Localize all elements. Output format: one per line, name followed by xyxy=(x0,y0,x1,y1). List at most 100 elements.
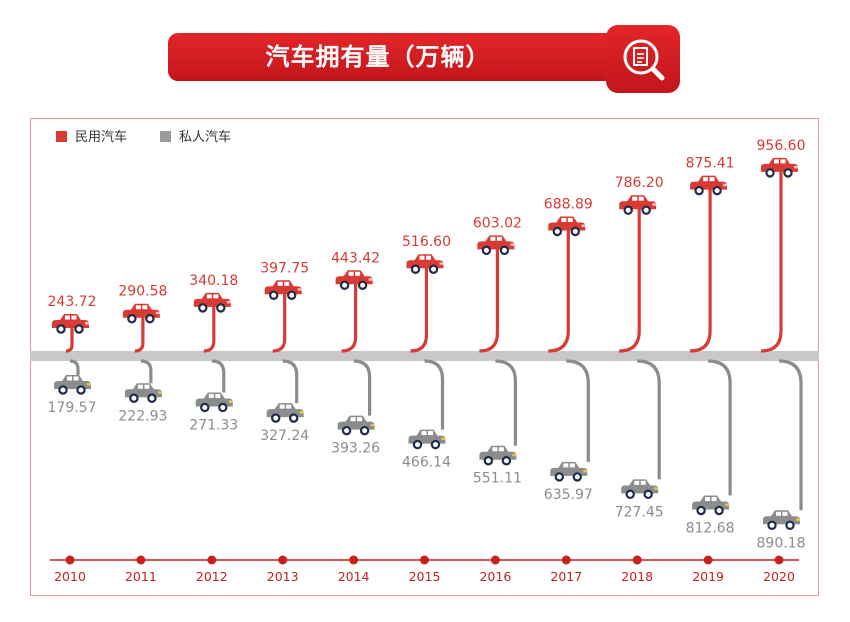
car-wheel xyxy=(694,185,704,196)
private-stem xyxy=(424,359,445,430)
year-label: 2015 xyxy=(409,569,441,584)
car-window xyxy=(213,294,219,299)
private-car-icon xyxy=(408,429,446,450)
car-window xyxy=(419,255,425,260)
car-light xyxy=(85,322,89,325)
car-light xyxy=(297,288,302,291)
civilian-stem xyxy=(690,185,712,353)
car-wheel xyxy=(269,290,279,300)
car-light xyxy=(652,203,657,206)
car-light xyxy=(723,183,728,187)
private-car-icon xyxy=(763,510,800,531)
car-window xyxy=(428,431,433,436)
civilian-car-icon xyxy=(548,216,586,237)
car-wheel xyxy=(359,425,370,436)
car-window xyxy=(73,376,79,381)
private-car-icon xyxy=(479,445,517,466)
car-window xyxy=(632,196,638,201)
civilian-stem xyxy=(341,280,358,353)
civilian-stem xyxy=(548,226,570,353)
car-window xyxy=(780,159,786,164)
document-search-icon xyxy=(623,39,665,81)
year-label: 2018 xyxy=(621,569,653,584)
car-window xyxy=(142,305,148,310)
car-light xyxy=(654,487,659,490)
car-window xyxy=(703,177,709,182)
car-wheel xyxy=(481,245,492,256)
car-wheel xyxy=(714,505,724,516)
legend-label-private: 私人汽车 xyxy=(179,130,232,145)
car-window xyxy=(567,218,573,223)
civilian-value-label: 688.89 xyxy=(544,197,593,213)
private-car-icon xyxy=(621,479,659,500)
car-window xyxy=(569,463,575,468)
car-window xyxy=(711,497,717,502)
car-wheel xyxy=(216,303,226,313)
car-light xyxy=(512,453,517,457)
car-light xyxy=(157,391,162,394)
car-wheel xyxy=(625,489,635,500)
civilian-car-icon xyxy=(406,254,444,274)
car-wheel xyxy=(428,264,439,274)
private-value-label: 327.24 xyxy=(260,428,309,444)
private-car-icon xyxy=(550,461,588,482)
car-window xyxy=(357,417,363,422)
car-window xyxy=(776,511,781,516)
car-wheel xyxy=(570,226,581,237)
timeline-dot xyxy=(207,555,217,565)
car-window xyxy=(705,497,711,502)
car-wheel xyxy=(572,472,583,482)
civilian-value-label: 340.18 xyxy=(189,273,238,289)
car-wheel xyxy=(127,314,137,324)
private-value-label: 466.14 xyxy=(402,455,451,471)
civilian-stem xyxy=(272,290,287,353)
car-light xyxy=(155,311,160,315)
car-wheel xyxy=(339,280,350,290)
car-window xyxy=(782,511,788,516)
car-window xyxy=(498,447,504,452)
car-window xyxy=(492,447,498,452)
civilian-stem xyxy=(619,205,641,353)
legend-private: 私人汽车 xyxy=(160,128,231,148)
car-window xyxy=(561,218,567,223)
private-value-label: 812.68 xyxy=(686,521,735,537)
car-window xyxy=(355,271,361,276)
car-window xyxy=(286,404,292,409)
private-stem xyxy=(140,359,153,384)
car-wheel xyxy=(198,303,208,313)
car-window xyxy=(490,236,496,241)
timeline-dot xyxy=(278,555,288,565)
private-car-icon xyxy=(692,495,730,516)
car-window xyxy=(563,463,569,468)
car-wheel xyxy=(643,489,653,500)
car-light xyxy=(796,518,800,521)
civilian-car-icon xyxy=(122,303,160,324)
car-wheel xyxy=(499,245,510,256)
car-window xyxy=(65,315,70,320)
car-window xyxy=(67,376,72,381)
private-stem xyxy=(637,359,661,480)
car-wheel xyxy=(76,385,86,395)
car-wheel xyxy=(623,205,633,215)
timeline-dot xyxy=(490,555,500,565)
car-wheel xyxy=(145,314,155,324)
year-label: 2011 xyxy=(125,569,157,584)
car-wheel xyxy=(218,402,228,413)
private-stem xyxy=(353,359,372,416)
title-banner: 汽车拥有量（万辆） xyxy=(168,33,638,81)
civilian-car-icon xyxy=(761,157,798,178)
private-stem xyxy=(708,359,732,496)
timeline-dot xyxy=(774,555,784,565)
private-car-icon xyxy=(54,375,91,395)
car-wheel xyxy=(341,425,352,436)
car-light xyxy=(581,224,586,228)
car-wheel xyxy=(410,264,421,274)
civilian-value-label: 786.20 xyxy=(615,175,664,191)
car-light xyxy=(226,300,231,304)
private-stem xyxy=(69,359,80,375)
car-wheel xyxy=(696,505,706,516)
civilian-car-icon xyxy=(690,175,728,196)
car-light xyxy=(510,243,515,246)
private-stem xyxy=(778,359,803,511)
year-label: 2020 xyxy=(763,569,795,584)
